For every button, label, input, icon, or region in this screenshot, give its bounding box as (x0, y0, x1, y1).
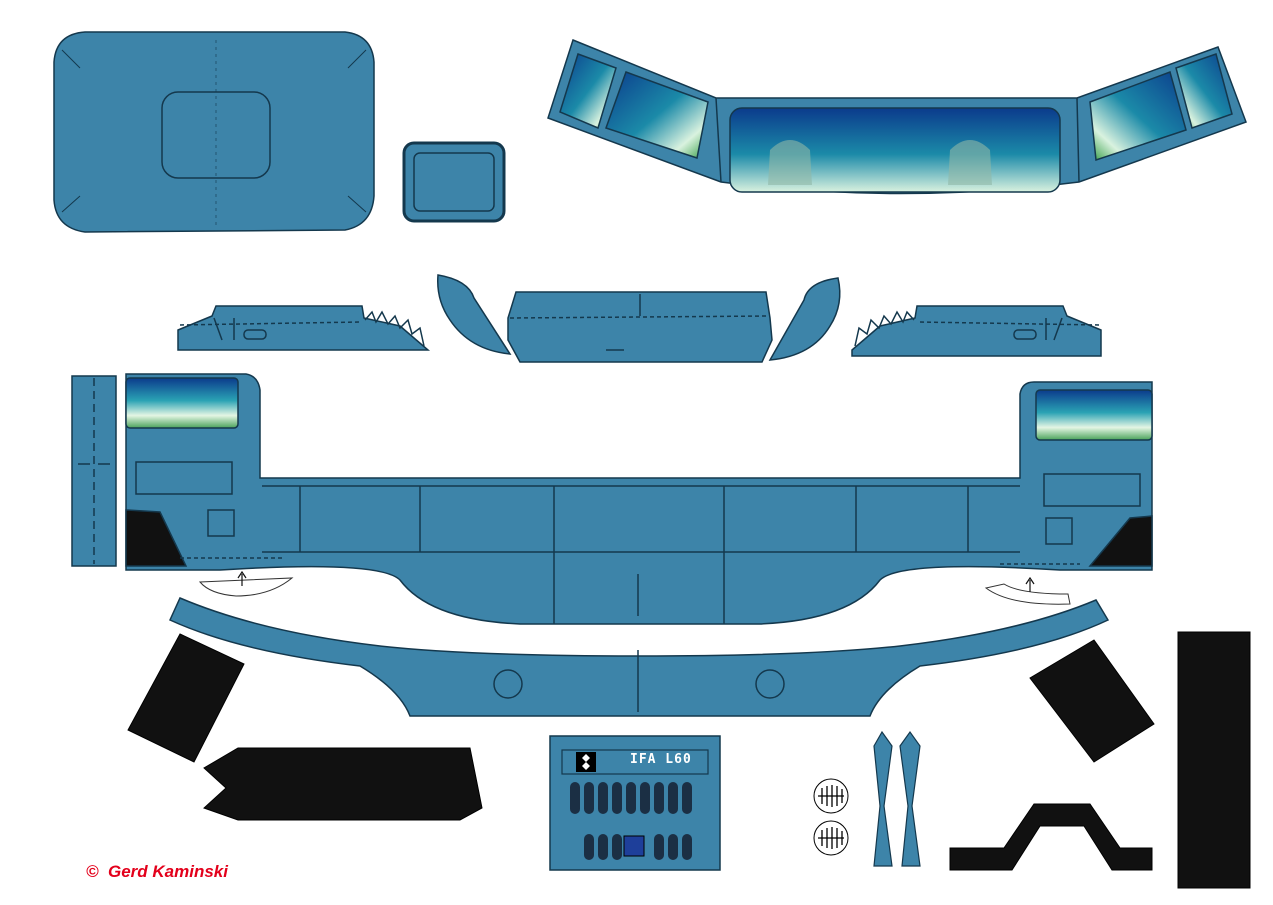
headlight-decal-lower (813, 820, 849, 856)
right-fender-flap (768, 277, 841, 361)
left-side-strip (177, 305, 431, 351)
right-side-strip (851, 305, 1102, 357)
tailgate-black-panel (1177, 631, 1251, 889)
grille-brand-label: IFA L60 (630, 752, 692, 767)
diamond-logo-icon (576, 752, 596, 772)
roof-hatch-part (402, 141, 506, 223)
chassis-frame-black (949, 803, 1153, 871)
front-bumper-strip (169, 597, 1110, 717)
left-fender-flap (437, 274, 512, 355)
cab-body-main (125, 373, 1153, 625)
hood-top-part (507, 291, 773, 363)
right-mudguard-black (1029, 639, 1155, 763)
left-pillar-strip (71, 375, 117, 567)
underbody-black-part (203, 747, 483, 821)
roof-panel (53, 31, 375, 233)
left-step-plate (198, 577, 294, 597)
windscreen-strip (547, 39, 1247, 195)
right-step-plate (984, 583, 1071, 605)
copyright-text: © Gerd Kaminski (86, 862, 228, 881)
left-mudguard-black (127, 633, 245, 763)
front-grille-panel (549, 735, 721, 871)
mirror-arm-left (873, 730, 893, 867)
mirror-arm-right (899, 730, 921, 867)
headlight-decal-upper (813, 778, 849, 814)
